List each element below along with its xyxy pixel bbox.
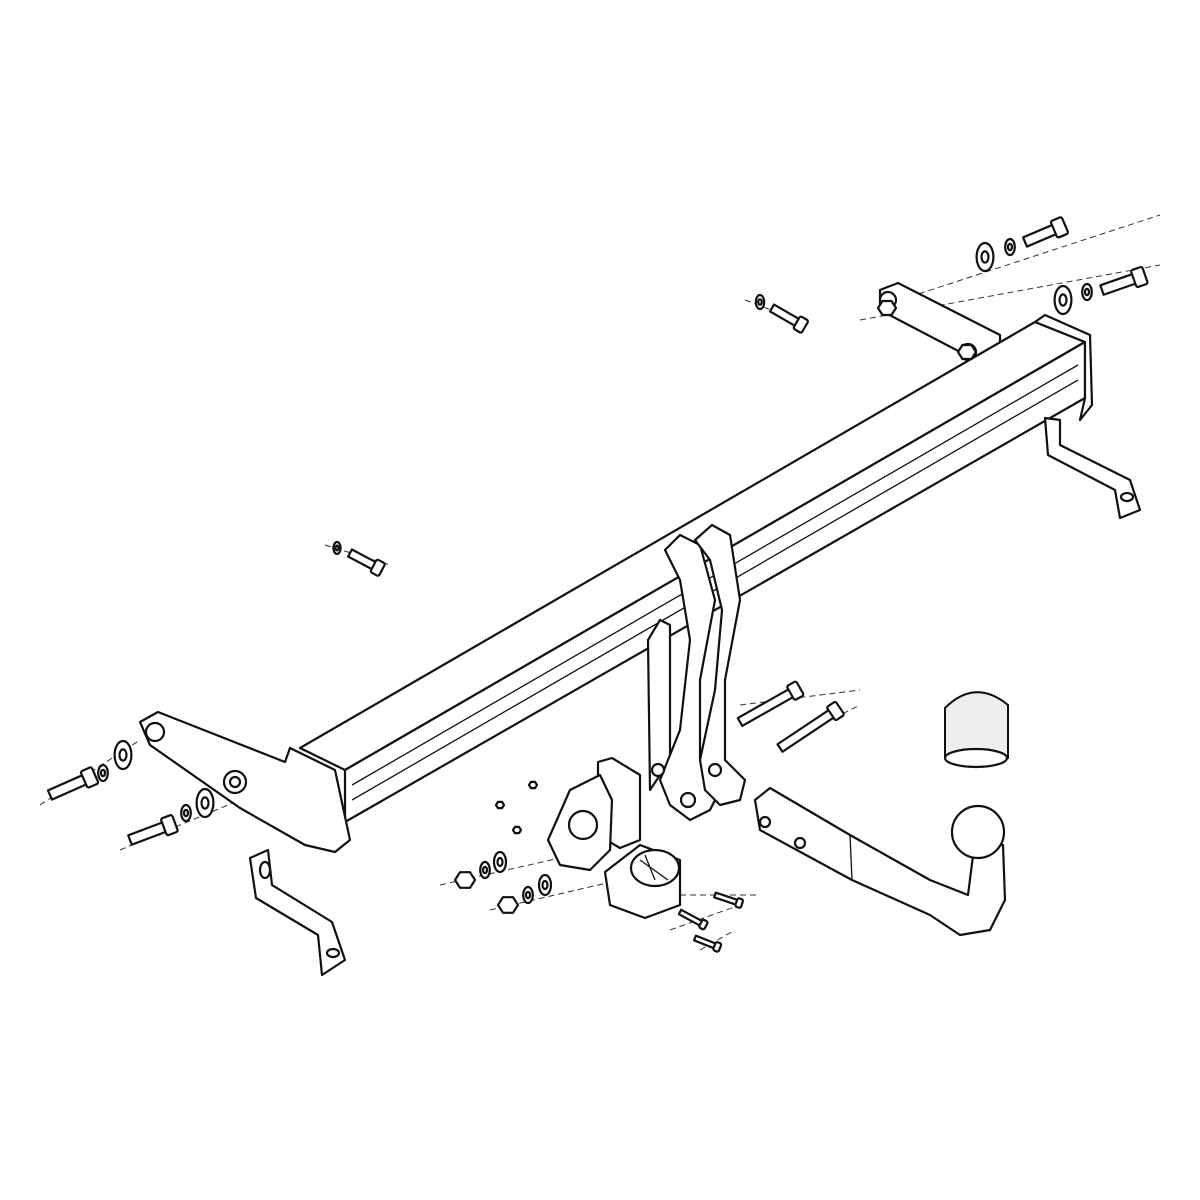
nut <box>494 800 506 810</box>
lower-right-bracket <box>1043 416 1142 520</box>
washer-hole <box>481 865 489 875</box>
bolt-shank <box>713 891 740 906</box>
bolt-shank <box>677 908 704 927</box>
bolt-head <box>792 315 809 334</box>
tow-ball-cap <box>943 691 1009 769</box>
bolt-head <box>79 766 100 789</box>
nut <box>527 780 539 790</box>
washer-hole <box>541 879 549 891</box>
bolt-shank <box>127 820 169 846</box>
washer-hole <box>524 890 532 900</box>
tow-ball-neck <box>753 786 1007 937</box>
bolt-head <box>826 700 845 722</box>
bolt <box>692 934 723 953</box>
fasteners <box>46 216 1149 953</box>
bolt-shank <box>1099 272 1139 296</box>
nut <box>876 299 898 317</box>
washer-hole <box>334 544 340 552</box>
bolt <box>776 700 845 753</box>
nut <box>511 825 523 835</box>
washer-hole <box>980 250 990 264</box>
bolt-head <box>786 680 805 701</box>
bolt <box>768 303 809 334</box>
washer-hole <box>1006 242 1014 252</box>
bolt <box>677 908 709 931</box>
washer-hole <box>1058 293 1068 307</box>
bolt-shank <box>736 687 796 728</box>
nut <box>453 871 477 889</box>
guide-line <box>899 214 1161 301</box>
lower-left-bracket <box>248 848 347 977</box>
washer-hole <box>757 298 763 306</box>
bolt-head <box>1130 265 1149 289</box>
washer-hole <box>1083 287 1091 297</box>
bolt <box>736 680 805 728</box>
washer-hole <box>200 796 210 810</box>
bolt <box>1021 216 1069 248</box>
bolt <box>127 814 179 846</box>
washer-hole <box>99 768 107 778</box>
washer-hole <box>496 856 504 868</box>
bolt <box>347 548 386 577</box>
bolt-head <box>369 558 386 577</box>
guide-line <box>699 929 736 951</box>
socket-mounting-plate <box>546 756 642 872</box>
guide-line <box>669 904 741 931</box>
center-vertical-bracket <box>646 523 747 822</box>
bolt-head <box>160 814 179 837</box>
left-end-plate <box>138 710 352 854</box>
nut <box>956 343 978 361</box>
bolt-head <box>1049 216 1069 239</box>
bolt-head <box>698 918 709 931</box>
bolt <box>1099 265 1149 296</box>
washer-hole <box>182 808 190 818</box>
bolt-head <box>712 941 723 953</box>
washer-hole <box>118 748 128 762</box>
bolt-head <box>734 897 744 909</box>
bolt <box>46 766 100 801</box>
bolt <box>713 891 744 909</box>
bolt-shank <box>46 773 89 801</box>
bolt-shank <box>776 708 837 753</box>
electrical-socket <box>603 843 682 920</box>
nut <box>496 896 520 914</box>
